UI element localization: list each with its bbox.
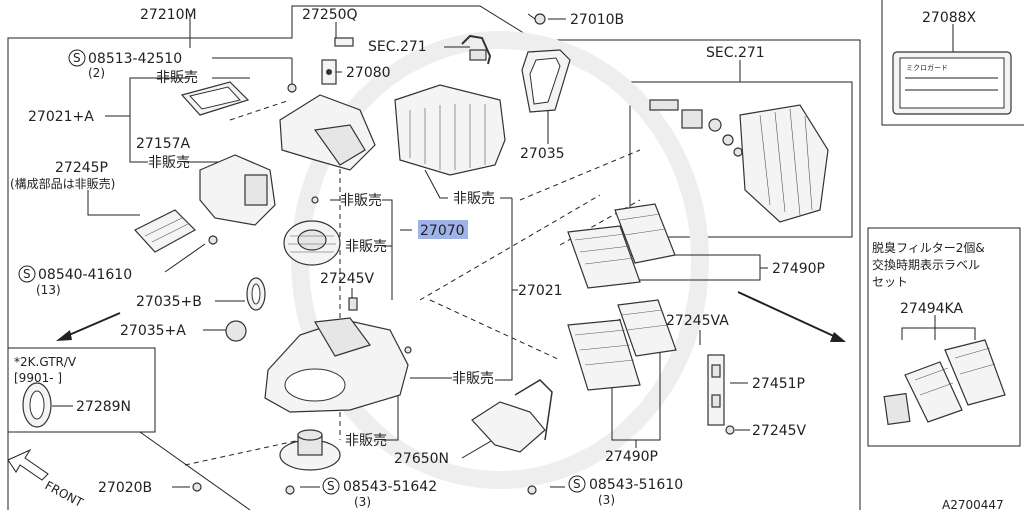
blower-motor [279,429,341,471]
label-27250q[interactable]: 27250Q [302,7,358,23]
label-08513[interactable]: 08513-42510 [88,51,182,67]
label-27451p[interactable]: 27451P [752,376,805,392]
grommet-a [225,320,247,342]
label-27035b[interactable]: 27035+B [136,294,202,310]
deodorizer-filters [883,339,1006,426]
small-bracket-v [348,297,358,311]
evaporator-case [394,84,506,176]
label-08543-b-qty: (3) [598,493,615,507]
label-27021[interactable]: 27021 [518,283,563,299]
filter-lower [567,299,677,391]
blower-fan [283,220,341,266]
evaporator-core [649,99,829,223]
label-gtr-note: *2K.GTR/V [14,355,77,369]
label-filter-note-2: 交換時期表示ラベル [872,257,980,272]
lower-case [264,317,409,413]
label-27088x[interactable]: 27088X [922,10,977,26]
front-arrow-icon [7,448,49,481]
label-27010b[interactable]: 27010B [570,12,624,28]
label-27289n[interactable]: 27289N [76,399,131,415]
label-filter-note-1: 脱臭フィルター2個& [872,240,985,255]
seal-frame [180,81,250,116]
label-filter-note-3: セット [872,275,908,289]
small-bracket [287,37,354,93]
label-08540-qty: (13) [36,283,61,297]
label-nonsale-1: 非販売 [156,70,198,86]
label-08543-a[interactable]: 08543-51642 [343,479,437,495]
label-27210m[interactable]: 27210M [140,7,197,23]
grommet-b [246,277,266,311]
filter-upper [567,203,676,289]
label-27157a[interactable]: 27157A [136,136,191,152]
label-nonsale-7: 非販売 [345,433,387,449]
part-labels: 27210M 27250Q 27010B 27088X 08513-42510 … [10,7,1004,511]
grommet-gtr [22,382,52,428]
label-27490p-b[interactable]: 27490P [605,449,658,465]
s-mark-1: S [73,51,81,65]
label-27490p-a[interactable]: 27490P [772,261,825,277]
label-08543-b[interactable]: 08543-51610 [589,477,683,493]
blower-case-upper [279,94,376,171]
label-sticker: ミクロガード [892,51,1012,115]
intake-housing [199,154,276,226]
label-sec271-a[interactable]: SEC.271 [368,39,427,55]
label-27494ka[interactable]: 27494KA [900,301,963,317]
label-nonsale-6: 非販売 [452,371,494,387]
frames [7,0,1024,511]
label-27080[interactable]: 27080 [346,65,391,81]
label-27070[interactable]: 27070 [420,223,465,239]
label-nonsale-2: 非販売 [148,155,190,171]
label-27035a[interactable]: 27035+A [120,323,186,339]
s-mark-3: S [327,479,335,493]
label-27650n[interactable]: 27650N [394,451,449,467]
label-27020b[interactable]: 27020B [98,480,152,496]
diagram-code: A2700447 [942,498,1004,511]
s-mark-4: S [573,477,581,491]
label-nonsale-4: 非販売 [340,193,382,209]
s-mark-2: S [23,267,31,281]
pipe-clamp [461,34,492,65]
gasket-frame [521,49,571,113]
s-markers: S S S S [18,49,586,495]
filter-bracket [707,354,735,435]
label-08540[interactable]: 08540-41610 [38,267,132,283]
label-27035[interactable]: 27035 [520,146,565,162]
highlight-27070 [418,220,468,239]
label-27021a[interactable]: 27021+A [28,109,94,125]
label-gtr-range: [9901- ] [14,371,62,385]
label-27245va[interactable]: 27245VA [666,313,729,329]
label-front: FRONT [43,478,86,510]
intake-filter [134,209,196,253]
label-08543-a-qty: (3) [354,495,371,509]
direction-arrows [56,291,846,342]
screw [527,13,546,25]
label-27245v-a[interactable]: 27245V [320,271,375,287]
screw-small [192,196,537,495]
label-27245v-b[interactable]: 27245V [752,423,807,439]
label-nonsale-5: 非販売 [345,239,387,255]
label-sec271-b[interactable]: SEC.271 [706,45,765,61]
label-27245p-note: (構成部品は非販売) [10,176,115,191]
label-27245p[interactable]: 27245P [55,160,108,176]
label-nonsale-3: 非販売 [453,191,495,207]
label-08513-qty: (2) [88,66,105,80]
label-sticker-text: ミクロガード [906,63,948,72]
duct-bracket [471,379,553,453]
